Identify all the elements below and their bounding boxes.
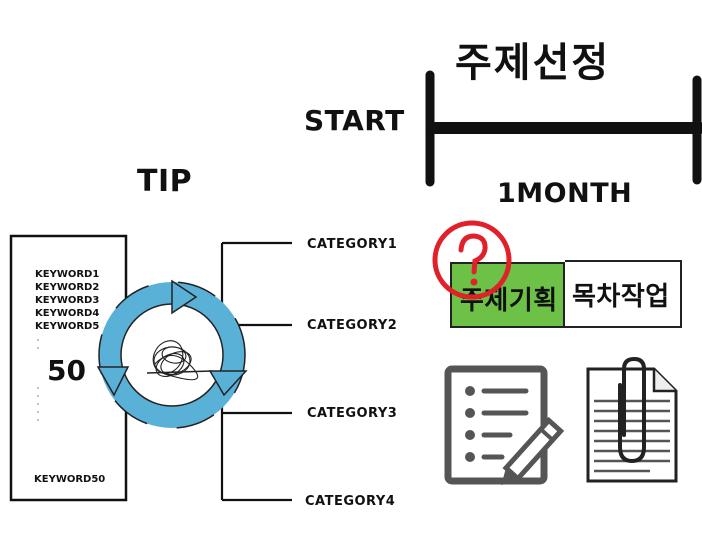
keyword-item: KEYWORD5 <box>35 321 100 332</box>
phase-label-outline: 목차작업 <box>572 282 670 312</box>
paperclip-document-icon <box>586 356 678 483</box>
keyword-count: 50 <box>47 354 86 387</box>
keyword-item: KEYWORD3 <box>35 295 100 306</box>
keyword-item: KEYWORD4 <box>35 308 100 319</box>
category-label: CATEGORY1 <box>307 237 398 252</box>
tip-label: TIP <box>137 164 193 199</box>
start-label: START <box>304 104 405 137</box>
checklist-pencil-icon <box>444 365 565 486</box>
category-label: CATEGORY3 <box>307 406 398 421</box>
keyword-item: KEYWORD2 <box>35 282 100 293</box>
category-label: CATEGORY2 <box>307 318 398 333</box>
category-label: CATEGORY4 <box>305 494 396 509</box>
keyword-item: KEYWORD1 <box>35 269 100 280</box>
keyword-ellipsis-dots <box>37 339 39 421</box>
phase-label-planning: 주제기획 <box>460 286 558 316</box>
cycle-arrows-icon <box>96 279 248 429</box>
keyword-last-item: KEYWORD50 <box>34 474 106 485</box>
phase-box-outline <box>565 260 682 328</box>
page-title: 주제선정 <box>455 40 611 86</box>
keyword-list: KEYWORD1 KEYWORD2 KEYWORD3 KEYWORD4 KEYW… <box>35 268 99 333</box>
duration-label: 1MONTH <box>497 178 633 209</box>
scribble-icon <box>146 340 213 381</box>
